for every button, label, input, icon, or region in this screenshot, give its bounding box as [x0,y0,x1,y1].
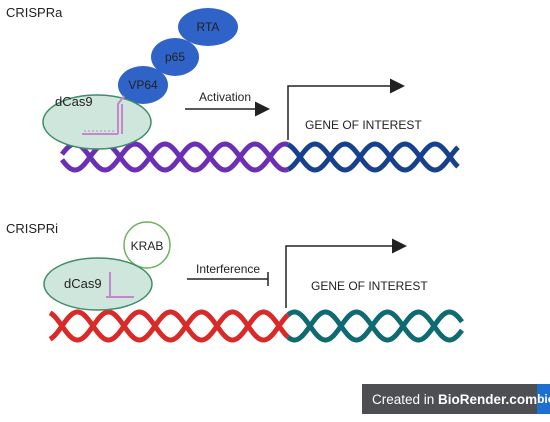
crispra-guide-rna [82,95,125,135]
crispra-tss-arrow [287,78,405,140]
interference-label: Interference [196,262,260,276]
crispri-gene-label: GENE OF INTEREST [311,279,428,293]
watermark-prefix: Created in [372,391,439,407]
crispri-dcas9-label: dCas9 [64,276,102,291]
crispri-dna-helix [48,309,464,343]
crispra-section-label: CRISPRa [6,5,63,20]
crispri-strand-2 [48,309,290,343]
vp64-domain [118,66,168,104]
crispri-tss-arrow [285,238,407,308]
crispri-strand-4 [286,309,464,343]
krab-label: KRAB [131,239,164,253]
krab-domain [123,221,171,269]
biorender-logo-icon: bio [537,384,550,414]
crispra-strand-2 [60,141,289,173]
rta-label: RTA [197,20,220,34]
p65-domain [151,38,199,76]
crispra-gene-label: GENE OF INTEREST [305,118,422,132]
crispri-guide-rna [106,272,134,298]
crispra-dna-helix [60,141,460,173]
crispra-dcas9-label: dCas9 [55,94,93,109]
rta-domain [178,8,238,46]
vp64-label: VP64 [128,78,158,92]
p65-label: p65 [165,50,185,64]
crispra-dcas9-protein [42,94,152,150]
crispri-section-label: CRISPRi [6,221,58,236]
watermark-brand: BioRender.com [438,391,538,407]
crispra-strand-3 [286,141,460,173]
biorender-watermark: Created in BioRender.com bio [362,384,550,414]
crispra-strand-4 [286,141,460,173]
activation-label: Activation [199,90,251,104]
